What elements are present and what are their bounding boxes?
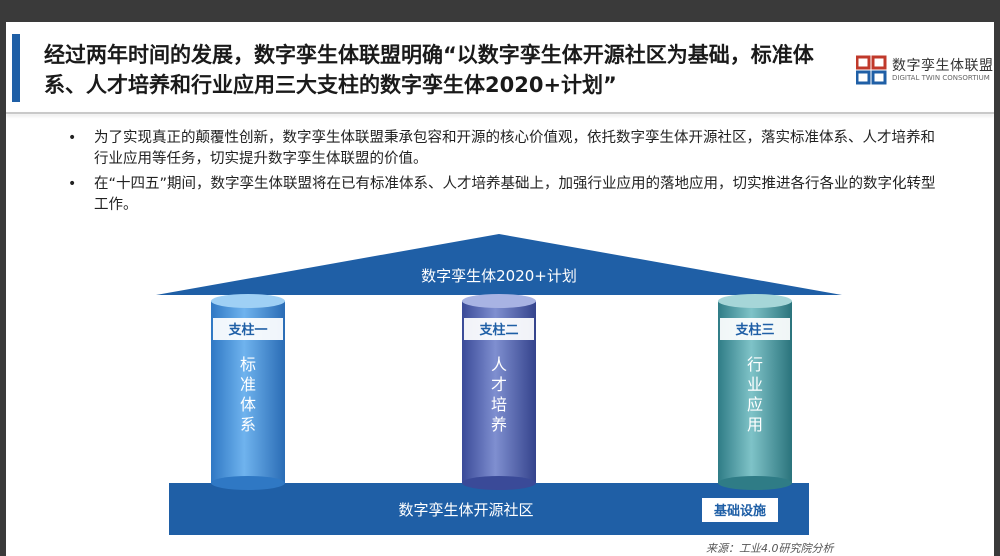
pillar-char: 标 [240, 355, 256, 374]
pillar-1: 支柱一 标 准 体 系 [211, 294, 285, 490]
pillar-diagram: 数字孪生体2020+计划 数字孪生体开源社区 基础设施 支柱一 标 准 体 系 … [156, 234, 842, 535]
bullet-dot-icon: • [68, 176, 77, 192]
pillar-char: 人 [491, 355, 507, 374]
pillar-tag-box [464, 318, 534, 340]
pillar-char: 业 [747, 375, 763, 394]
title-accent-bar [12, 34, 20, 102]
pillar-char: 体 [240, 395, 256, 414]
pillar-char: 培 [491, 395, 507, 414]
logo-mark-icon [856, 55, 887, 85]
bullet-text: 为了实现真正的颠覆性创新，数字孪生体联盟秉承包容和开源的核心价值观，依托数字孪生… [94, 130, 935, 167]
pillar-top [718, 294, 792, 308]
pillar-char: 养 [491, 415, 507, 434]
bullet-text: 在“十四五”期间，数字孪生体联盟将在已有标准体系、人才培养基础上，加强行业应用的… [94, 176, 936, 213]
base-tag: 基础设施 [713, 503, 766, 519]
source-note: 来源：工业4.0研究院分析 [706, 542, 834, 555]
pillar-char: 系 [240, 415, 256, 434]
roof-shape [156, 234, 842, 295]
logo-name-cn: 数字孪生体联盟 [892, 58, 994, 74]
pillar-char: 行 [747, 355, 763, 374]
base-tag-box [702, 498, 778, 522]
pillar-char: 应 [747, 395, 763, 414]
pillar-char: 才 [491, 375, 507, 394]
pillar-3: 支柱三 行 业 应 用 [718, 294, 792, 490]
pillar-top [462, 294, 536, 308]
pillar-bottom [211, 476, 285, 490]
pillar-tag: 支柱三 [734, 322, 774, 338]
pillar-tag-box [720, 318, 790, 340]
bullet-dot-icon: • [68, 130, 77, 146]
roof-label: 数字孪生体2020+计划 [421, 267, 577, 285]
pillar-char: 用 [747, 415, 763, 434]
pillar-bottom [718, 476, 792, 490]
pillar-tag: 支柱一 [227, 322, 267, 338]
base-label: 数字孪生体开源社区 [398, 501, 533, 519]
title-divider [6, 112, 994, 114]
bullet-list: • 为了实现真正的颠覆性创新，数字孪生体联盟秉承包容和开源的核心价值观，依托数字… [68, 128, 948, 220]
bullet-item: • 为了实现真正的颠覆性创新，数字孪生体联盟秉承包容和开源的核心价值观，依托数字… [68, 128, 948, 170]
pillar-bottom [462, 476, 536, 490]
consortium-logo: 数字孪生体联盟 DIGITAL TWIN CONSORTIUM [856, 54, 993, 94]
pillar-top [211, 294, 285, 308]
slide: 经过两年时间的发展，数字孪生体联盟明确“以数字孪生体开源社区为基础，标准体系、人… [6, 22, 994, 556]
pillar-char: 准 [240, 375, 256, 394]
pillar-tag: 支柱二 [478, 322, 518, 338]
pillar-2: 支柱二 人 才 培 养 [462, 294, 536, 490]
slide-title: 经过两年时间的发展，数字孪生体联盟明确“以数字孪生体开源社区为基础，标准体系、人… [44, 43, 814, 97]
pillar-tag-box [213, 318, 283, 340]
logo-name-en: DIGITAL TWIN CONSORTIUM [892, 74, 990, 82]
bullet-item: • 在“十四五”期间，数字孪生体联盟将在已有标准体系、人才培养基础上，加强行业应… [68, 174, 948, 216]
